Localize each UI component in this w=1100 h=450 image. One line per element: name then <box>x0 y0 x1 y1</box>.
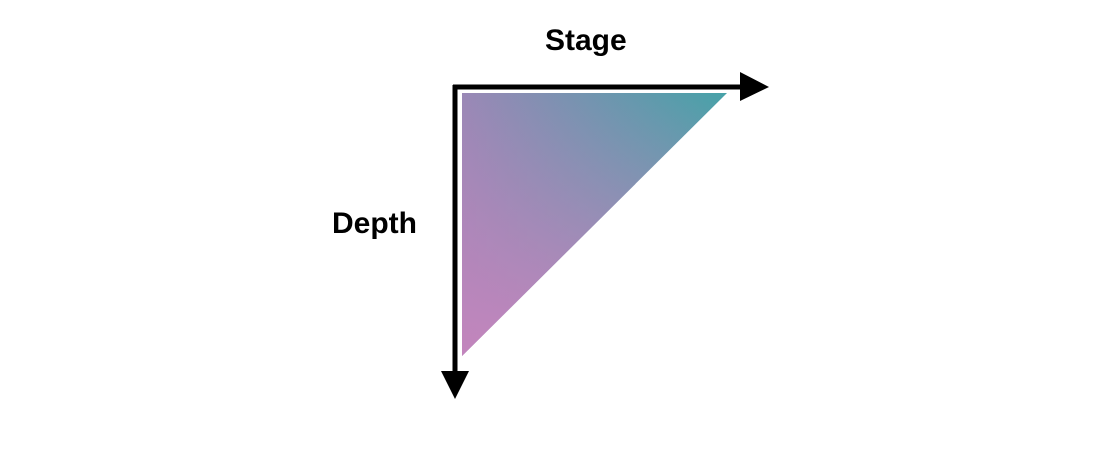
depth-axis <box>441 85 469 399</box>
depth-axis-label: Depth <box>332 207 417 240</box>
arrow-right-icon <box>740 72 769 101</box>
arrow-down-icon <box>441 371 469 399</box>
gradient-triangle <box>462 93 727 356</box>
stage-axis-label: Stage <box>545 24 627 57</box>
stage-axis <box>453 72 769 101</box>
